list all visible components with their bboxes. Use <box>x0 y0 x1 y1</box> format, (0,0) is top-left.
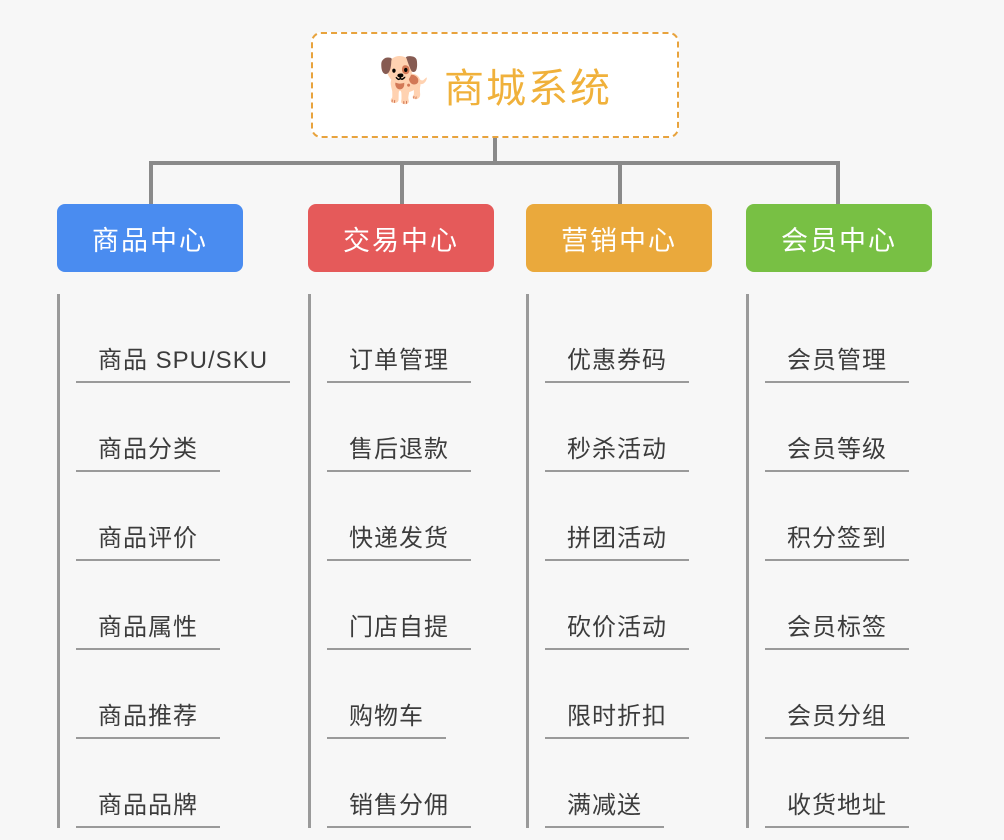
leaf-label: 商品推荐 <box>76 696 220 739</box>
list-item[interactable]: 会员标签 <box>765 561 932 650</box>
category-label: 商品中心 <box>92 225 208 256</box>
list-item[interactable]: 商品推荐 <box>76 650 243 739</box>
category-label: 营销中心 <box>561 225 677 256</box>
list-item[interactable]: 销售分佣 <box>327 739 494 828</box>
leaf-label: 收货地址 <box>765 785 909 828</box>
leaf-label: 订单管理 <box>327 340 471 383</box>
connector-drop-product-center <box>149 161 153 204</box>
leaf-label: 积分签到 <box>765 518 909 561</box>
root-node-shopping-mall-system[interactable]: 🐕 商城系统 <box>311 32 679 138</box>
connector-drop-trade-center <box>400 161 404 204</box>
list-item[interactable]: 快递发货 <box>327 472 494 561</box>
list-item[interactable]: 砍价活动 <box>545 561 712 650</box>
leaf-label: 商品品牌 <box>76 785 220 828</box>
leaf-label: 秒杀活动 <box>545 429 689 472</box>
list-item[interactable]: 会员等级 <box>765 383 932 472</box>
list-item[interactable]: 限时折扣 <box>545 650 712 739</box>
list-item[interactable]: 门店自提 <box>327 561 494 650</box>
leaf-label: 会员标签 <box>765 607 909 650</box>
list-item[interactable]: 优惠券码 <box>545 294 712 383</box>
list-item[interactable]: 商品分类 <box>76 383 243 472</box>
leaf-label: 会员分组 <box>765 696 909 739</box>
connector-drop-marketing-center <box>618 161 622 204</box>
connector-root-stem <box>493 138 497 165</box>
leaf-label: 商品分类 <box>76 429 220 472</box>
list-item[interactable]: 商品属性 <box>76 561 243 650</box>
list-item[interactable]: 秒杀活动 <box>545 383 712 472</box>
leaf-label: 满减送 <box>545 785 664 828</box>
leaf-label: 快递发货 <box>327 518 471 561</box>
leaf-label: 售后退款 <box>327 429 471 472</box>
list-item[interactable]: 积分签到 <box>765 472 932 561</box>
category-label: 交易中心 <box>343 225 459 256</box>
leaf-label: 门店自提 <box>327 607 471 650</box>
list-item[interactable]: 会员管理 <box>765 294 932 383</box>
leaf-label: 商品 SPU/SKU <box>76 340 291 383</box>
leaf-list-trade-center: 订单管理 售后退款 快递发货 门店自提 购物车 销售分佣 <box>308 294 494 828</box>
dog-face-icon: 🐕 <box>378 56 433 105</box>
list-item[interactable]: 收货地址 <box>765 739 932 828</box>
list-item[interactable]: 订单管理 <box>327 294 494 383</box>
list-item[interactable]: 商品 SPU/SKU <box>76 294 291 383</box>
root-node-title: 商城系统 <box>444 67 612 111</box>
leaf-label: 购物车 <box>327 696 446 739</box>
category-box-trade-center[interactable]: 交易中心 <box>308 204 494 272</box>
leaf-list-member-center: 会员管理 会员等级 积分签到 会员标签 会员分组 收货地址 <box>746 294 932 828</box>
branch-column-marketing-center: 营销中心 优惠券码 秒杀活动 拼团活动 砍价活动 限时折扣 满减送 <box>526 204 712 828</box>
branch-column-member-center: 会员中心 会员管理 会员等级 积分签到 会员标签 会员分组 收货地址 <box>746 204 932 828</box>
category-box-product-center[interactable]: 商品中心 <box>57 204 243 272</box>
leaf-list-marketing-center: 优惠券码 秒杀活动 拼团活动 砍价活动 限时折扣 满减送 <box>526 294 712 828</box>
leaf-label: 会员等级 <box>765 429 909 472</box>
leaf-label: 销售分佣 <box>327 785 471 828</box>
list-item[interactable]: 会员分组 <box>765 650 932 739</box>
leaf-label: 限时折扣 <box>545 696 689 739</box>
category-label: 会员中心 <box>781 225 897 256</box>
leaf-label: 商品评价 <box>76 518 220 561</box>
list-item[interactable]: 满减送 <box>545 739 712 828</box>
leaf-list-product-center: 商品 SPU/SKU 商品分类 商品评价 商品属性 商品推荐 商品品牌 <box>57 294 291 828</box>
connector-horizontal-bus <box>149 161 839 165</box>
leaf-label: 优惠券码 <box>545 340 689 383</box>
list-item[interactable]: 拼团活动 <box>545 472 712 561</box>
list-item[interactable]: 商品评价 <box>76 472 243 561</box>
list-item[interactable]: 商品品牌 <box>76 739 243 828</box>
category-box-marketing-center[interactable]: 营销中心 <box>526 204 712 272</box>
branch-column-trade-center: 交易中心 订单管理 售后退款 快递发货 门店自提 购物车 销售分佣 <box>308 204 494 828</box>
leaf-label: 会员管理 <box>765 340 909 383</box>
leaf-label: 砍价活动 <box>545 607 689 650</box>
category-box-member-center[interactable]: 会员中心 <box>746 204 932 272</box>
leaf-label: 拼团活动 <box>545 518 689 561</box>
leaf-label: 商品属性 <box>76 607 220 650</box>
branch-column-product-center: 商品中心 商品 SPU/SKU 商品分类 商品评价 商品属性 商品推荐 商品品牌 <box>57 204 291 828</box>
connector-drop-member-center <box>836 161 840 204</box>
list-item[interactable]: 购物车 <box>327 650 494 739</box>
list-item[interactable]: 售后退款 <box>327 383 494 472</box>
